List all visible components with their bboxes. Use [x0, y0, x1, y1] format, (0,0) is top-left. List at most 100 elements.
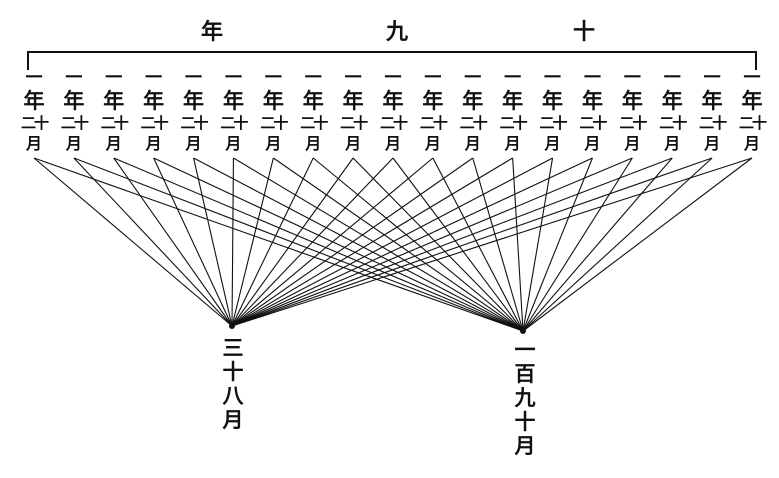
line-to-left-vertex — [231, 157, 633, 327]
column-yue-text: 月 — [105, 134, 122, 153]
column-ershi-text: 二十 — [20, 114, 49, 132]
column-yue-text: 月 — [25, 134, 42, 153]
column-ershi-text: 二十 — [340, 114, 368, 132]
column-nian-text: 年 — [581, 88, 603, 113]
column-yue-text: 月 — [584, 134, 601, 153]
line-to-left-vertex — [231, 157, 513, 327]
year-column: 一年二十月 — [456, 70, 490, 155]
left-label-char: 月 — [222, 407, 244, 432]
column-ershi-text: 二十 — [260, 114, 288, 132]
column-ershi-text: 二十 — [180, 114, 209, 132]
column-nian-text: 年 — [542, 88, 564, 113]
title-char-3: 十 — [573, 19, 596, 45]
line-to-right-vertex — [522, 157, 713, 332]
column-one-text: 一 — [464, 68, 482, 88]
column-yue-text: 月 — [664, 134, 681, 153]
line-to-right-vertex — [522, 157, 593, 332]
year-column: 一年二十月 — [216, 70, 250, 155]
column-yue-text: 月 — [65, 134, 82, 153]
column-ershi-text: 二十 — [220, 114, 248, 132]
year-column: 一年二十月 — [256, 70, 290, 155]
column-yue-text: 月 — [345, 134, 362, 153]
column-one-text: 一 — [224, 68, 242, 88]
line-to-left-vertex — [231, 157, 314, 327]
column-ershi-text: 二十 — [60, 114, 89, 132]
line-to-left-vertex — [153, 157, 233, 327]
year-column: 一年二十月 — [655, 70, 689, 155]
line-to-right-vertex — [512, 157, 524, 332]
column-yue-text: 月 — [265, 134, 282, 153]
column-nian-text: 年 — [741, 88, 763, 113]
column-one-text: 一 — [25, 68, 43, 88]
line-to-left-vertex — [231, 157, 593, 327]
line-to-left-vertex — [231, 157, 673, 327]
column-nian-text: 年 — [661, 88, 683, 113]
column-yue-text: 月 — [145, 134, 162, 153]
year-column: 一年二十月 — [57, 70, 91, 155]
column-one-text: 一 — [384, 68, 402, 88]
column-yue-text: 月 — [504, 134, 521, 153]
title-char-1: 年 — [201, 19, 224, 45]
year-column: 一年二十月 — [296, 70, 330, 155]
line-to-left-vertex — [193, 157, 233, 327]
line-to-right-vertex — [522, 157, 633, 332]
line-to-right-vertex — [193, 157, 524, 332]
left-label-char: 八 — [222, 383, 244, 408]
line-to-left-vertex — [231, 157, 753, 327]
line-to-right-vertex — [522, 157, 673, 332]
year-column: 一年二十月 — [695, 70, 729, 155]
line-to-right-vertex — [33, 157, 524, 332]
line-to-right-vertex — [312, 157, 524, 332]
top-bracket — [27, 51, 757, 70]
year-column: 一年二十月 — [615, 70, 649, 155]
year-column: 一年二十月 — [177, 70, 211, 155]
left-label-char: 三 — [222, 335, 244, 360]
right-label-char: 十 — [514, 409, 536, 434]
column-one-text: 一 — [424, 68, 442, 88]
line-to-right-vertex — [273, 157, 524, 332]
right-vertex-label: 一 百 九 十 月 — [510, 338, 540, 458]
line-to-left-vertex — [231, 157, 234, 327]
column-nian-text: 年 — [382, 88, 404, 113]
line-to-left-vertex — [231, 157, 474, 327]
line-to-right-vertex — [153, 157, 524, 332]
line-to-right-vertex — [432, 157, 524, 332]
column-one-text: 一 — [504, 68, 522, 88]
column-yue-text: 月 — [743, 134, 760, 153]
column-ershi-text: 二十 — [659, 114, 687, 132]
column-yue-text: 月 — [424, 134, 441, 153]
column-ershi-text: 二十 — [499, 114, 528, 132]
column-ershi-text: 二十 — [738, 114, 767, 132]
year-column: 一年二十月 — [416, 70, 450, 155]
left-label-char: 十 — [222, 359, 244, 384]
column-yue-text: 月 — [384, 134, 401, 153]
column-one-text: 一 — [105, 68, 123, 88]
column-nian-text: 年 — [342, 88, 364, 113]
column-nian-text: 年 — [502, 88, 524, 113]
line-to-left-vertex — [231, 157, 434, 327]
line-to-left-vertex — [113, 157, 233, 327]
line-to-left-vertex — [231, 157, 394, 327]
right-label-char: 一 — [514, 337, 536, 362]
column-ershi-text: 二十 — [379, 114, 408, 132]
column-yue-text: 月 — [704, 134, 721, 153]
column-one-text: 一 — [145, 68, 163, 88]
year-column: 一年二十月 — [97, 70, 131, 155]
column-nian-text: 年 — [143, 88, 165, 113]
column-ershi-text: 二十 — [300, 114, 328, 132]
year-column: 一年二十月 — [17, 70, 51, 155]
column-yue-text: 月 — [464, 134, 481, 153]
column-one-text: 一 — [623, 68, 641, 88]
column-nian-text: 年 — [462, 88, 484, 113]
year-column: 一年二十月 — [735, 70, 769, 155]
column-one-text: 一 — [344, 68, 362, 88]
right-label-char: 九 — [514, 385, 536, 410]
line-to-left-vertex — [33, 157, 233, 327]
line-to-right-vertex — [522, 157, 753, 332]
right-vertex-dot — [520, 328, 526, 334]
title-char-2: 九 — [386, 19, 409, 45]
column-one-text: 一 — [264, 68, 282, 88]
column-ershi-text: 二十 — [419, 114, 448, 132]
column-nian-text: 年 — [621, 88, 643, 113]
